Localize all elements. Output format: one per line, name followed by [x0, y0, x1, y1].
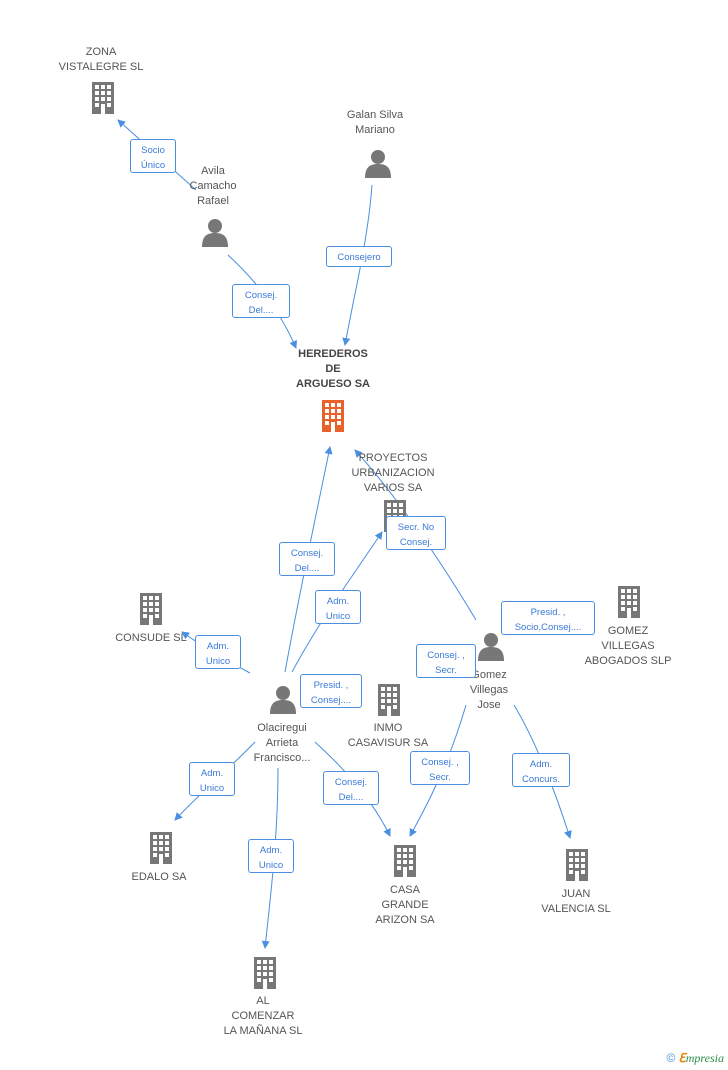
edge-label-consej-secr-casagrande[interactable]: Consej. , Secr.	[410, 751, 470, 785]
avila-camacho-person-icon[interactable]	[202, 219, 228, 247]
node-label-proyectos-urbanizacion[interactable]: PROYECTOS URBANIZACION VARIOS SA	[351, 452, 435, 494]
edalo-building-icon[interactable]	[150, 832, 172, 864]
brand-name: mpresia	[685, 1051, 724, 1065]
edge-label-consej-del-olaciregui[interactable]: Consej. Del....	[279, 542, 335, 576]
edge-label-adm-unico-alcomenzar[interactable]: Adm. Unico	[248, 839, 294, 873]
node-label-herederos-argueso[interactable]: HEREDEROS DE ARGUESO SA	[296, 348, 370, 390]
node-label-al-comenzar[interactable]: AL COMENZAR LA MAÑANA SL	[223, 995, 303, 1037]
node-label-juan-valencia[interactable]: JUAN VALENCIA SL	[541, 888, 611, 915]
node-label-gomez-villegas-jose[interactable]: Gomez Villegas Jose	[469, 669, 509, 711]
al-comenzar-building-icon[interactable]	[254, 957, 276, 989]
edge-label-adm-unico-consude[interactable]: Adm. Unico	[195, 635, 241, 669]
edge-label-presid-consej[interactable]: Presid. , Consej....	[300, 674, 362, 708]
node-label-galan-silva[interactable]: Galan Silva Mariano	[346, 109, 404, 136]
node-label-olaciregui-arrieta[interactable]: Olaciregui Arrieta Francisco...	[253, 722, 311, 764]
edges	[117, 119, 572, 949]
empresia-brand-logo: © ℇmpresia	[667, 1051, 724, 1066]
herederos-argueso-building-icon[interactable]	[322, 400, 344, 432]
node-label-consude[interactable]: CONSUDE SL	[115, 632, 187, 644]
inmo-casavisur-building-icon[interactable]	[378, 684, 400, 716]
edge-label-secr-no-consej[interactable]: Secr. No Consej.	[386, 516, 446, 550]
node-label-zona-vistalegre[interactable]: ZONA VISTALEGRE SL	[58, 46, 144, 73]
casa-grande-arizon-building-icon[interactable]	[394, 845, 416, 877]
consude-building-icon[interactable]	[140, 593, 162, 625]
node-label-casa-grande-arizon[interactable]: CASA GRANDE ARIZON SA	[375, 884, 435, 926]
node-label-inmo-casavisur[interactable]: INMO CASAVISUR SA	[347, 722, 429, 749]
gomez-villegas-abogados-building-icon[interactable]	[618, 586, 640, 618]
zona-vistalegre-building-icon[interactable]	[92, 82, 114, 114]
edge-label-consejero[interactable]: Consejero	[326, 246, 392, 267]
edge-label-consej-del-casagrande[interactable]: Consej. Del....	[323, 771, 379, 805]
olaciregui-person-icon[interactable]	[270, 686, 296, 714]
node-label-edalo[interactable]: EDALO SA	[131, 871, 187, 883]
juan-valencia-building-icon[interactable]	[566, 849, 588, 881]
edge-label-adm-unico-edalo[interactable]: Adm. Unico	[189, 762, 235, 796]
galan-silva-person-icon[interactable]	[365, 150, 391, 178]
gomez-villegas-person-icon[interactable]	[478, 633, 504, 661]
brand-e-glyph: ℇ	[678, 1051, 686, 1065]
edge-label-adm-unico-proyectos[interactable]: Adm. Unico	[315, 590, 361, 624]
edge-label-presid-socio-consej[interactable]: Presid. , Socio,Consej....	[501, 601, 595, 635]
node-label-gomez-villegas-abogados[interactable]: GOMEZ VILLEGAS ABOGADOS SLP	[584, 625, 672, 667]
edge-label-consej-secr-gomez[interactable]: Consej. , Secr.	[416, 644, 476, 678]
edge-label-adm-concurs[interactable]: Adm. Concurs.	[512, 753, 570, 787]
node-label-avila-camacho[interactable]: Avila Camacho Rafael	[189, 165, 237, 207]
edge-label-consej-del-avila[interactable]: Consej. Del....	[232, 284, 290, 318]
copyright-icon: ©	[666, 1051, 676, 1065]
edge-label-socio-unico[interactable]: Socio Único	[130, 139, 176, 173]
